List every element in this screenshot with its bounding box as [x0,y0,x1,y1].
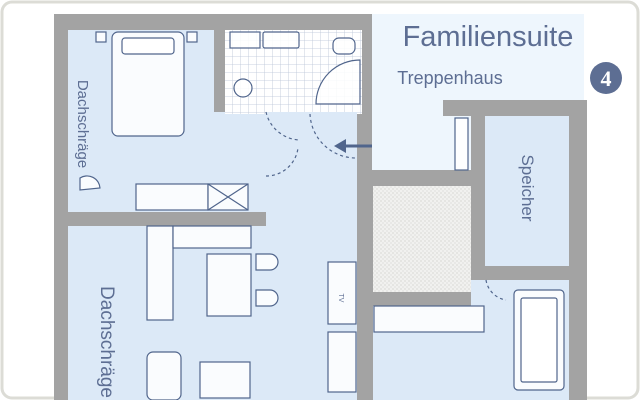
storage-label: Speicher [518,154,537,221]
living-room-passage-floor [266,176,357,226]
chair-2 [255,289,279,307]
sofa-left [146,225,174,321]
tv-label: TV [337,294,344,303]
wall-storage-left [471,100,485,300]
stair-wall-bottom [373,292,471,306]
wall-central [357,170,373,400]
nightstand-left [95,31,107,43]
washbasin [262,31,300,49]
sideboard [135,183,209,211]
armchair [146,351,182,400]
bed-pillow [121,37,175,55]
sofa-top [172,225,252,249]
shower-drain [233,78,253,98]
suite-title: Familiensuite [403,21,574,53]
wall-storage-top [443,100,587,116]
number-badge-icon [590,62,622,94]
chair-1 [255,253,279,271]
stair-opening [373,186,471,292]
living-slope-label: Dachschräge [96,286,117,398]
wall-storage-bottom [508,266,587,280]
corner-shower [315,59,361,105]
desk [373,305,485,333]
tv-cabinet [327,261,357,325]
storage-box-cross [207,183,249,211]
stairwell-label: Treppenhaus [397,68,502,88]
coffee-table [206,253,252,317]
vanity [229,31,261,49]
side-table [199,361,251,399]
double-bed [111,31,185,137]
cabinet-low [327,331,357,393]
door-swing-entry [309,113,357,159]
door-swing-storage [485,279,507,301]
toilet [332,37,356,55]
wall-right [569,100,587,400]
plant-pot [79,175,101,191]
door-swing-bedroom [265,111,301,141]
storage-room [485,116,569,266]
nightstand-right [186,31,198,43]
stairwell-post [454,117,469,171]
wall-stair-top [357,170,485,186]
floor-number: 4 [601,66,612,91]
bedroom-slope-label: Dachschräge [74,80,91,168]
bunk-sofa-seat [520,297,558,383]
arrow-left-icon [334,139,372,153]
